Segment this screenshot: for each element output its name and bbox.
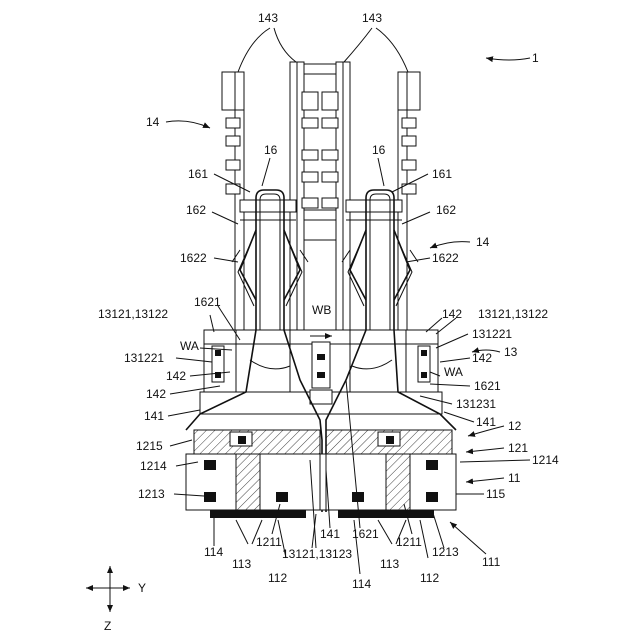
ref-141-right: 141	[476, 415, 496, 429]
axis-z-label: Z	[104, 619, 111, 633]
ref-1211-left: 1211	[256, 535, 282, 549]
ref-1213-left: 1213	[138, 487, 165, 501]
ref-16-left: 16	[264, 143, 278, 157]
ref-142-left-mid: 142	[166, 369, 186, 383]
ref-1211-right: 1211	[396, 535, 422, 549]
ref-141-left: 141	[144, 409, 164, 423]
ref-wa-right: WA	[444, 365, 463, 379]
ref-wb: WB	[312, 303, 331, 317]
ref-12: 12	[508, 419, 522, 433]
ref-141-bottom: 141	[320, 527, 340, 541]
ref-162-left: 162	[186, 203, 206, 217]
ref-131231: 131231	[456, 397, 496, 411]
ref-131221-right: 131221	[472, 327, 512, 341]
ref-13121-13122-right: 13121,13122	[478, 307, 548, 321]
ref-143-left: 143	[258, 11, 278, 25]
ref-143-right: 143	[362, 11, 382, 25]
ref-113-right: 113	[380, 557, 399, 571]
ref-1: 1	[532, 51, 539, 65]
ref-16-right: 16	[372, 143, 386, 157]
ref-1622-right: 1622	[432, 251, 459, 265]
axis-y-label: Y	[138, 581, 146, 595]
ref-14-left: 14	[146, 115, 160, 129]
ref-114-right: 114	[352, 577, 371, 591]
ref-161-left: 161	[188, 167, 208, 181]
ref-13121-13123: 13121,13123	[282, 547, 352, 561]
ref-1214-right: 1214	[532, 453, 559, 467]
ref-wa-left: WA	[180, 339, 199, 353]
ref-113-left: 113	[232, 557, 251, 571]
ref-1214-left: 1214	[140, 459, 167, 473]
ref-115: 115	[486, 487, 505, 501]
ref-121: 121	[508, 441, 528, 455]
ref-13121-13122-left: 13121,13122	[98, 307, 168, 321]
ref-131221-left: 131221	[124, 351, 164, 365]
ref-161-right: 161	[432, 167, 452, 181]
ref-1622-left: 1622	[180, 251, 207, 265]
ref-1213-right: 1213	[432, 545, 459, 559]
ref-13: 13	[504, 345, 518, 359]
ref-142-left-low: 142	[146, 387, 166, 401]
ref-1621-top: 1621	[194, 295, 221, 309]
ref-112-left: 112	[268, 571, 287, 585]
ref-162-right: 162	[436, 203, 456, 217]
ref-114-left: 114	[204, 545, 223, 559]
ref-111: 111	[482, 555, 501, 569]
housing-13	[200, 330, 442, 414]
ref-112-right: 112	[420, 571, 439, 585]
ref-1215: 1215	[136, 439, 163, 453]
ref-11: 11	[508, 471, 521, 485]
base-block	[186, 430, 456, 518]
ref-14-right: 14	[476, 235, 490, 249]
coordinate-axes: Y Z	[86, 566, 146, 633]
ref-142-top: 142	[442, 307, 462, 321]
ref-142-right-mid: 142	[472, 351, 492, 365]
ref-1621-bottom: 1621	[352, 527, 379, 541]
ref-1621-right: 1621	[474, 379, 501, 393]
